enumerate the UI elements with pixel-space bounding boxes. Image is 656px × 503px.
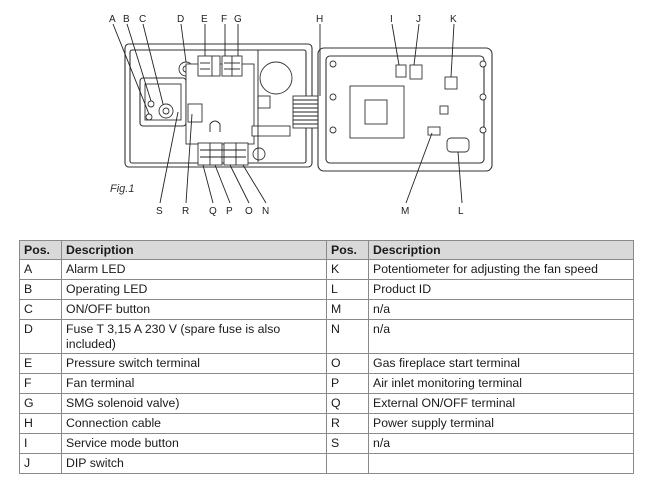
bottom-terminal-block [197, 142, 249, 166]
pos-cell: H [19, 413, 62, 434]
table-row: I Service mode button S n/a [19, 433, 634, 454]
table-row: G SMG solenoid valve) Q External ON/OFF … [19, 393, 634, 414]
table-row: E Pressure switch terminal O Gas firepla… [19, 353, 634, 374]
callout-r: R [182, 206, 189, 217]
callout-o: O [245, 206, 253, 217]
description-cell: n/a [368, 299, 634, 320]
description-cell [368, 453, 634, 474]
callout-c: C [139, 14, 146, 25]
callout-a: A [109, 14, 116, 25]
description-cell: Gas fireplace start terminal [368, 353, 634, 374]
callout-e: E [201, 14, 208, 25]
pos-cell: R [326, 413, 369, 434]
callout-i: I [390, 14, 393, 25]
figure-caption: Fig.1 [110, 183, 134, 195]
service-mode-button-icon [395, 64, 407, 78]
description-cell: Operating LED [61, 279, 327, 300]
callout-h: H [316, 14, 323, 25]
description-cell: Fan terminal [61, 373, 327, 394]
pos-cell: F [19, 373, 62, 394]
pos-cell: K [326, 259, 369, 280]
potentiometer-icon [444, 76, 458, 90]
table-header-row: Pos. Description Pos. Description [19, 240, 634, 260]
description-cell: Service mode button [61, 433, 327, 454]
product-id-label-icon [446, 137, 470, 153]
description-cell: Fuse T 3,15 A 230 V (spare fuse is also … [61, 319, 327, 354]
description-cell: Power supply terminal [368, 413, 634, 434]
pos-cell: D [19, 319, 62, 354]
header-pos-right: Pos. [326, 240, 369, 260]
callout-p: P [226, 206, 233, 217]
description-cell: Product ID [368, 279, 634, 300]
table-row: H Connection cable R Power supply termin… [19, 413, 634, 434]
description-cell: SMG solenoid valve) [61, 393, 327, 414]
pos-cell: G [19, 393, 62, 414]
description-cell: Pressure switch terminal [61, 353, 327, 374]
header-pos-left: Pos. [19, 240, 62, 260]
callout-b: B [123, 14, 130, 25]
transformer-icon [259, 61, 293, 95]
header-description-right: Description [368, 240, 634, 260]
callout-f: F [221, 14, 227, 25]
description-cell: Connection cable [61, 413, 327, 434]
alarm-led-icon [145, 113, 153, 121]
position-description-table: Pos. Description Pos. Description A Alar… [19, 240, 634, 474]
description-cell: Alarm LED [61, 259, 327, 280]
pos-cell: B [19, 279, 62, 300]
callout-s: S [156, 206, 163, 217]
dip-switch-icon [409, 64, 423, 80]
pos-cell: J [19, 453, 62, 474]
description-cell: External ON/OFF terminal [368, 393, 634, 414]
pos-cell: I [19, 433, 62, 454]
description-cell: Air inlet monitoring terminal [368, 373, 634, 394]
header-description-left: Description [61, 240, 327, 260]
pos-cell: Q [326, 393, 369, 414]
callout-j: J [416, 14, 421, 25]
callout-g: G [234, 14, 242, 25]
table-row: F Fan terminal P Air inlet monitoring te… [19, 373, 634, 394]
table-row: D Fuse T 3,15 A 230 V (spare fuse is als… [19, 319, 634, 354]
callout-k: K [450, 14, 457, 25]
table-row: C ON/OFF button M n/a [19, 299, 634, 320]
pos-cell: E [19, 353, 62, 374]
top-terminal-block [197, 55, 243, 77]
pos-cell [326, 453, 369, 474]
description-cell: n/a [368, 319, 634, 354]
table-row: J DIP switch [19, 453, 634, 474]
pos-cell: S [326, 433, 369, 454]
pos-cell: P [326, 373, 369, 394]
callout-n: N [262, 206, 269, 217]
pos-cell: L [326, 279, 369, 300]
wiring-diagram-figure: A B C D E F G H I J K S R Q P O N M L Fi… [109, 14, 493, 217]
pos-cell: O [326, 353, 369, 374]
description-cell: Potentiometer for adjusting the fan spee… [368, 259, 634, 280]
callout-leaders [112, 23, 463, 204]
operating-led-icon [147, 100, 155, 108]
callout-l: L [458, 206, 464, 217]
table-row: B Operating LED L Product ID [19, 279, 634, 300]
pos-cell: A [19, 259, 62, 280]
table-row: A Alarm LED K Potentiometer for adjustin… [19, 259, 634, 280]
callout-d: D [177, 14, 184, 25]
description-cell: DIP switch [61, 453, 327, 474]
pos-cell: N [326, 319, 369, 354]
pos-cell: C [19, 299, 62, 320]
description-cell: ON/OFF button [61, 299, 327, 320]
pos-cell: M [326, 299, 369, 320]
callout-q: Q [209, 206, 217, 217]
callout-m: M [401, 206, 409, 217]
description-cell: n/a [368, 433, 634, 454]
